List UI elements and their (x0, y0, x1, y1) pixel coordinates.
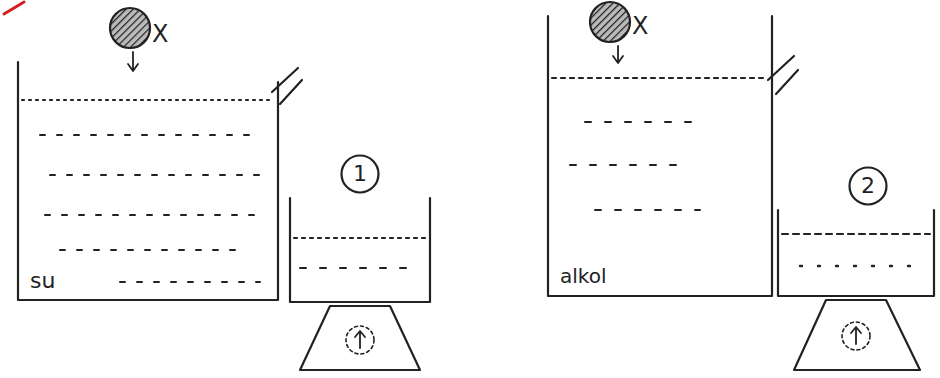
ball-x (110, 8, 150, 48)
scale-dial (346, 326, 374, 354)
callout-number: 1 (353, 163, 367, 185)
water-fill (40, 135, 260, 282)
ball-x (590, 2, 630, 42)
scale-needle (355, 331, 365, 348)
overflow-spout (272, 68, 302, 104)
scale (300, 306, 420, 370)
callout-number: 2 (861, 175, 875, 197)
object-label: X (152, 22, 168, 46)
alcohol-fill (570, 122, 700, 210)
overflow-cup (778, 210, 934, 296)
liquid-label: su (30, 270, 55, 292)
drop-arrow (128, 52, 138, 71)
callout-circle: 2 (848, 166, 888, 206)
scale-needle (851, 327, 861, 344)
alcohol-surface (552, 77, 768, 79)
cup-surface (294, 237, 426, 239)
scale (794, 300, 920, 370)
check-mark (4, 2, 24, 14)
liquid-label: alkol (560, 266, 606, 286)
callout-circle: 1 (340, 154, 380, 194)
overflow-spout (768, 56, 798, 94)
water-beaker (18, 62, 278, 300)
cup-fill (800, 265, 920, 267)
scale-dial (842, 322, 870, 350)
water-surface (22, 99, 274, 101)
drop-arrow (613, 46, 623, 63)
cup-surface (782, 233, 930, 235)
cup-fill (300, 267, 420, 269)
overflow-cup (290, 198, 430, 302)
alcohol-beaker (548, 16, 772, 296)
object-label: X (632, 14, 648, 38)
